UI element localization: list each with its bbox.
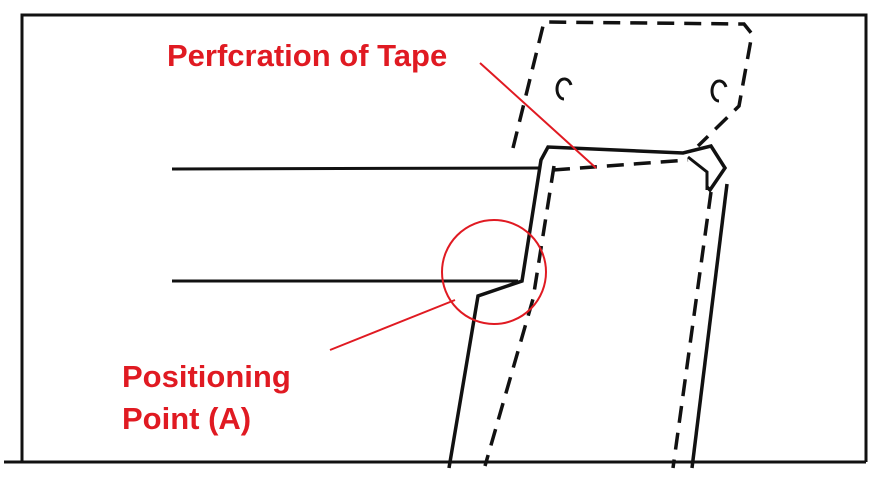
perforation-of-tape-label: Perfcration of Tape: [167, 38, 448, 73]
part-left-edge-dashed: [483, 165, 556, 467]
part-right-edge-solid: [690, 183, 729, 469]
tape-outline-dashed: [511, 20, 754, 149]
positioning-point-label-line1: Positioning: [122, 359, 291, 394]
positioning-point-label-line2: Point (A): [122, 401, 252, 436]
perforation-leader: [479, 62, 597, 169]
part-inner-corner: [687, 155, 709, 190]
tape-bottom-edge-dashed: [552, 158, 689, 172]
frame-border: [20, 13, 868, 462]
positioning-point-circle: [441, 219, 547, 325]
reference-line-upper: [171, 166, 542, 171]
perforation-hole-left: [555, 77, 573, 101]
part-right-edge-dashed: [671, 191, 713, 469]
positioning-point-leader: [329, 299, 456, 351]
perforation-hole-right: [710, 79, 728, 103]
part-outline-solid: [447, 143, 728, 469]
